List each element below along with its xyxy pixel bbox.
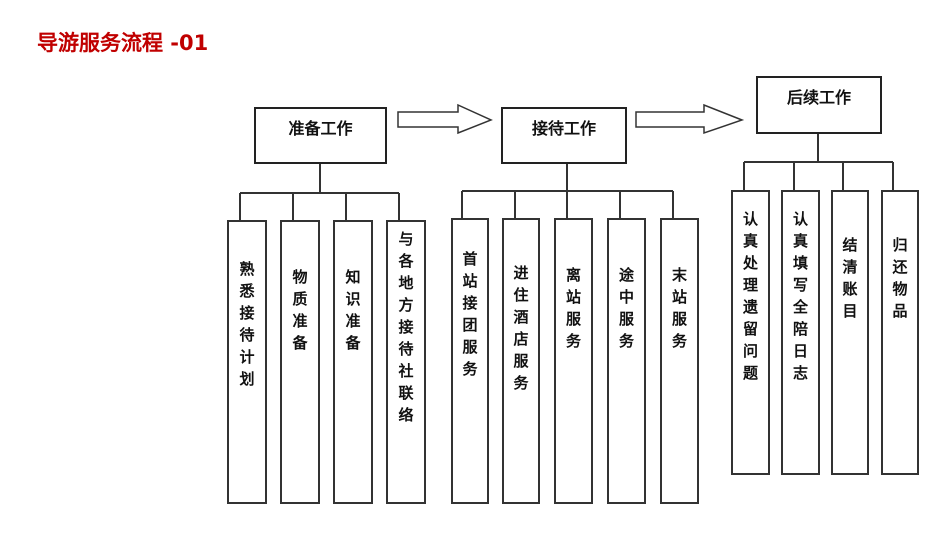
task-box: 末站服务 [660, 218, 699, 504]
task-label: 知识准备 [345, 268, 361, 352]
task-label: 认真填写全陪日志 [792, 210, 808, 382]
arrow-right-icon [397, 103, 493, 135]
task-box: 认真填写全陪日志 [781, 190, 820, 475]
task-box: 结清账目 [831, 190, 869, 475]
connector-stage-1 [239, 163, 400, 220]
task-label: 与各地方接待社联络 [398, 230, 414, 424]
stage-box-reception: 接待工作 [501, 107, 627, 164]
task-box: 首站接团服务 [451, 218, 489, 504]
stage-box-preparation: 准备工作 [254, 107, 387, 164]
page-title: 导游服务流程 -01 [37, 31, 209, 55]
task-box: 与各地方接待社联络 [386, 220, 426, 504]
task-label: 首站接团服务 [462, 250, 478, 378]
stage-box-followup: 后续工作 [756, 76, 882, 134]
task-box: 认真处理遗留问题 [731, 190, 770, 475]
task-label: 熟悉接待计划 [239, 260, 255, 388]
task-label: 物质准备 [292, 268, 308, 352]
task-label: 认真处理遗留问题 [742, 210, 758, 382]
task-box: 离站服务 [554, 218, 593, 504]
task-label: 结清账目 [842, 236, 858, 320]
task-box: 途中服务 [607, 218, 646, 504]
task-box: 进住酒店服务 [502, 218, 540, 504]
task-label: 归还物品 [892, 236, 908, 320]
task-label: 进住酒店服务 [513, 264, 529, 392]
connector-stage-3 [743, 133, 894, 190]
task-box: 归还物品 [881, 190, 919, 475]
task-box: 知识准备 [333, 220, 373, 504]
task-label: 途中服务 [618, 266, 634, 350]
task-box: 物质准备 [280, 220, 320, 504]
task-label: 末站服务 [671, 266, 687, 350]
task-label: 离站服务 [565, 266, 581, 350]
task-box: 熟悉接待计划 [227, 220, 267, 504]
connector-stage-2 [461, 163, 674, 218]
arrow-right-icon [635, 103, 745, 135]
